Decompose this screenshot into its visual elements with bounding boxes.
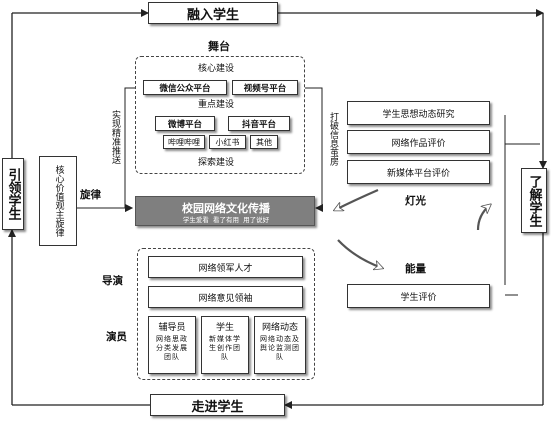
right-item-work-eval: 网络作品评价 — [347, 130, 490, 154]
team-monitor: 网络动态 网络动态及舆论监测团队 — [254, 316, 306, 374]
melody-label: 旋律 — [80, 189, 101, 201]
director-label: 导演 — [102, 275, 123, 287]
outer-loop — [8, 9, 547, 409]
team-panel — [137, 248, 315, 380]
team-monitor-title: 网络动态 — [261, 323, 298, 333]
actor-label: 演员 — [106, 331, 127, 343]
team-counselor: 辅导员 网络思政分类发展团队 — [148, 316, 196, 374]
core-item-wechat: 微信公众平台 — [143, 80, 227, 95]
team-monitor-body: 网络动态及舆论监测团队 — [260, 335, 300, 361]
left-note: 实现精准推送 — [110, 110, 120, 164]
student-eval: 学生评价 — [347, 284, 490, 308]
row-leader-talent: 网络领军人才 — [148, 256, 303, 278]
left-bracket — [124, 87, 135, 212]
key-item-weibo: 微博平台 — [155, 116, 215, 131]
center-box: 校园网络文化传播 学生爱看 看了有用 用了说好 — [135, 196, 315, 226]
left-label: 引领学生 — [2, 158, 24, 230]
key-item-douyin: 抖音平台 — [228, 116, 290, 131]
center-title: 校园网络文化传播 — [182, 202, 270, 215]
light-arrow — [335, 188, 379, 210]
right-label: 了解学生 — [521, 168, 547, 233]
explore-item-xiaohongshu: 小红书 — [209, 135, 246, 149]
explore-label: 探索建设 — [198, 158, 235, 168]
bottom-label: 走进学生 — [150, 394, 285, 416]
explore-item-other: 其他 — [250, 135, 278, 149]
core-label: 核心建设 — [198, 64, 235, 74]
explore-item-bilibili: 哔哩哔哩 — [163, 135, 205, 149]
top-label: 融入学生 — [148, 2, 278, 24]
energy-arrow — [337, 239, 382, 268]
key-label: 重点建设 — [198, 100, 235, 110]
team-student: 学生 新媒体学生创作团队 — [201, 316, 249, 374]
light-label: 灯光 — [405, 195, 426, 207]
team-student-title: 学生 — [215, 323, 234, 333]
right-item-thought-research: 学生思想动态研究 — [347, 101, 490, 125]
stage-panel — [135, 56, 305, 174]
core-item-video: 视频号平台 — [232, 80, 298, 95]
team-student-body: 新媒体学生创作团队 — [209, 335, 241, 361]
row-opinion-leader: 网络意见领袖 — [148, 286, 303, 308]
team-counselor-title: 辅导员 — [158, 323, 186, 333]
eval-arrow — [476, 205, 490, 231]
right-bracket — [305, 87, 323, 212]
team-counselor-body: 网络思政分类发展团队 — [156, 335, 188, 361]
center-subtitle: 学生爱看 看了有用 用了说好 — [182, 216, 270, 224]
stage-title: 舞台 — [208, 40, 230, 53]
right-note: 打破信息茧房 — [328, 112, 338, 166]
right-item-platform-eval: 新媒体平台评价 — [347, 160, 490, 184]
energy-label: 能量 — [405, 263, 426, 275]
value-box: 核心价值观主旋律 — [39, 156, 77, 246]
